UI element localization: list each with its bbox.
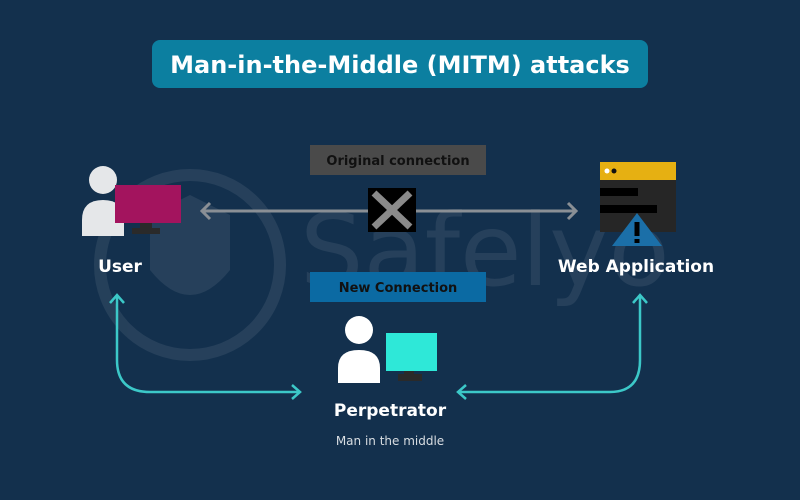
- title-box: [152, 40, 648, 88]
- user-label: User: [98, 257, 142, 277]
- webapp-perpetrator-arrow: [456, 293, 648, 400]
- blocked-x-icon: [368, 188, 416, 232]
- perpetrator-label: Perpetrator: [334, 401, 447, 421]
- warning-icon: [612, 213, 662, 246]
- user-perpetrator-arrow: [109, 293, 302, 400]
- new-connection-box: [310, 272, 486, 302]
- user-icon: [82, 166, 181, 236]
- web-application-label: Web Application: [558, 257, 714, 277]
- new-connection-label: New Connection: [339, 281, 458, 296]
- original-connection-label: Original connection: [326, 154, 469, 169]
- page-title: Man-in-the-Middle (MITM) attacks: [170, 51, 630, 79]
- perpetrator-sublabel: Man in the middle: [336, 434, 444, 448]
- perpetrator-icon: [338, 316, 437, 383]
- original-connection-box: [310, 145, 486, 175]
